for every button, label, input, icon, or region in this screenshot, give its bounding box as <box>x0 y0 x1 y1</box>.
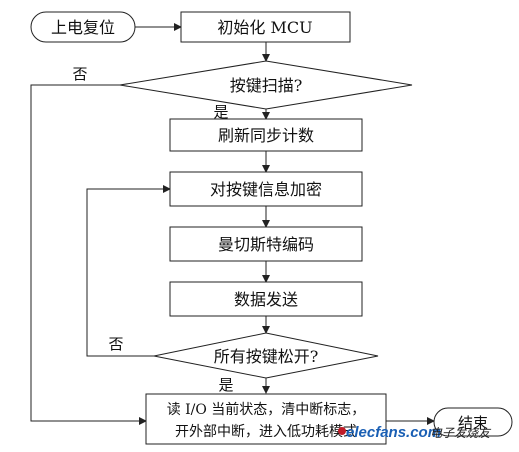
scan-no-label: 否 <box>72 65 87 83</box>
arrow-release-no-loop <box>86 185 171 357</box>
init-box <box>180 11 351 43</box>
manchester-label: 曼切斯特编码 <box>218 235 314 254</box>
scan-yes-label: 是 <box>213 103 228 121</box>
start-label: 上电复位 <box>51 18 115 37</box>
encrypt-box <box>169 171 363 207</box>
encrypt-label: 对按键信息加密 <box>210 180 322 199</box>
watermark-site: elecfans.com <box>346 424 441 441</box>
init-label: 初始化 MCU <box>217 18 312 37</box>
arrow-scan-no-loop <box>30 84 147 425</box>
end-label: 结束 <box>458 414 488 432</box>
scan-label: 按键扫描? <box>230 76 303 95</box>
sleep-line-1: 读 I/O 当前状态，清中断标志， <box>167 401 366 418</box>
send-box <box>169 281 363 317</box>
connectors <box>30 23 435 425</box>
watermark-dot-icon <box>338 427 346 435</box>
release-label: 所有按键松开? <box>214 347 319 366</box>
send-label: 数据发送 <box>234 290 298 309</box>
manchester-box <box>169 226 363 262</box>
release-no-label: 否 <box>108 335 123 353</box>
refresh-box <box>169 118 363 152</box>
sleep-box <box>145 393 387 445</box>
end-terminal <box>433 407 513 437</box>
release-yes-label: 是 <box>218 376 233 394</box>
sleep-line-2: 开外部中断，进入低功耗模式 <box>175 424 357 440</box>
refresh-label: 刷新同步计数 <box>218 126 314 145</box>
start-terminal <box>30 11 136 43</box>
watermark-site-cn: 电子发烧友 <box>430 426 492 440</box>
release-decision <box>153 332 379 379</box>
scan-decision <box>119 60 413 110</box>
watermark: elecfans.com 电子发烧友 <box>338 424 492 441</box>
